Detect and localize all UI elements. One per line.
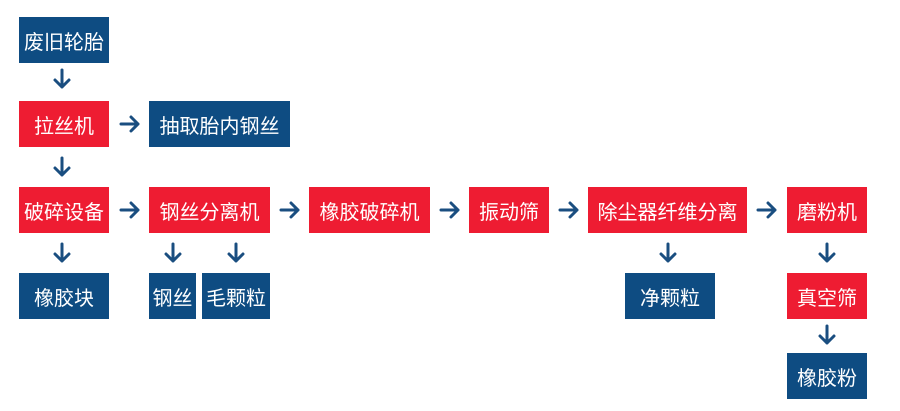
node-rubber-powder: 橡胶粉 [787,353,867,399]
node-extract-wire: 抽取胎内钢丝 [149,101,290,147]
arrow-right-icon [558,199,580,221]
node-dust-fiber-separator: 除尘器纤维分离 [588,187,747,233]
node-wire-puller: 拉丝机 [19,101,109,147]
arrow-down-icon [226,242,246,264]
arrow-right-icon [439,199,461,221]
node-vacuum-screen: 真空筛 [787,273,867,319]
arrow-right-icon [119,113,141,135]
node-waste-tire: 废旧轮胎 [19,17,109,63]
arrow-down-icon [52,242,72,264]
arrow-down-icon [817,324,837,346]
arrow-down-icon [817,242,837,264]
node-rough-granule: 毛颗粒 [202,273,270,319]
node-crusher: 破碎设备 [19,187,109,233]
node-rubber-crusher: 橡胶破碎机 [309,187,430,233]
node-grinder: 磨粉机 [787,187,867,233]
node-rubber-block: 橡胶块 [19,273,109,319]
arrow-right-icon [756,199,778,221]
arrow-down-icon [52,156,72,178]
node-wire-separator: 钢丝分离机 [149,187,270,233]
arrow-right-icon [119,199,141,221]
node-steel-wire: 钢丝 [149,273,196,319]
node-clean-granule: 净颗粒 [625,273,715,319]
arrow-down-icon [658,242,678,264]
arrow-right-icon [279,199,301,221]
arrow-down-icon [163,242,183,264]
node-vibrating-screen: 振动筛 [469,187,549,233]
arrow-down-icon [52,68,72,90]
